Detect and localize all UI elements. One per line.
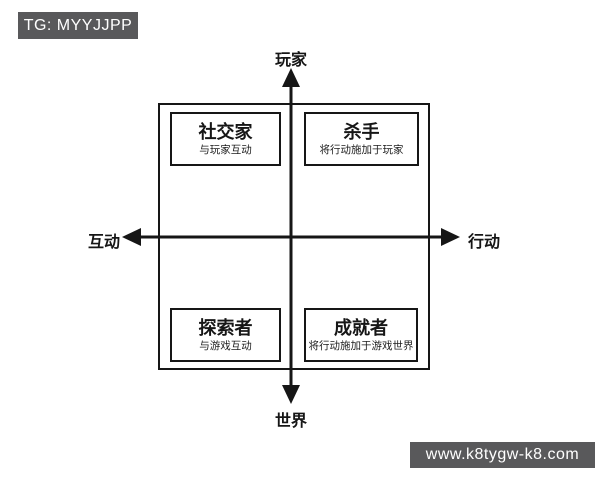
arrowhead-up-icon	[282, 68, 300, 87]
diagram-outer-border	[158, 103, 430, 370]
axis-label-top: 玩家	[274, 52, 307, 69]
quadrant-box-killer: 杀手 将行动施加于玩家	[304, 112, 419, 166]
quadrant-title-achiever: 成就者	[334, 317, 388, 338]
quadrant-subtitle-achiever: 将行动施加于游戏世界	[308, 339, 414, 352]
watermark-badge-top-left: TG: MYYJJPP	[18, 12, 138, 39]
quadrant-subtitle-killer: 将行动施加于玩家	[319, 143, 404, 156]
axis-label-right: 行动	[468, 234, 501, 251]
quadrant-title-killer: 杀手	[343, 121, 380, 142]
quadrant-subtitle-explorer: 与游戏互动	[199, 339, 252, 352]
arrowhead-down-icon	[282, 385, 300, 404]
axis-label-bottom: 世界	[274, 413, 307, 430]
quadrant-box-achiever: 成就者 将行动施加于游戏世界	[304, 308, 418, 362]
axis-label-left: 互动	[87, 234, 120, 251]
watermark-badge-bottom-right: www.k8tygw-k8.com	[410, 442, 595, 468]
quadrant-subtitle-socializer: 与玩家互动	[199, 143, 252, 156]
arrowhead-right-icon	[441, 228, 460, 246]
quadrant-title-socializer: 社交家	[198, 121, 253, 142]
quadrant-box-explorer: 探索者 与游戏互动	[170, 308, 281, 362]
quadrant-title-explorer: 探索者	[198, 317, 253, 338]
quadrant-box-socializer: 社交家 与玩家互动	[170, 112, 281, 166]
arrowhead-left-icon	[122, 228, 141, 246]
